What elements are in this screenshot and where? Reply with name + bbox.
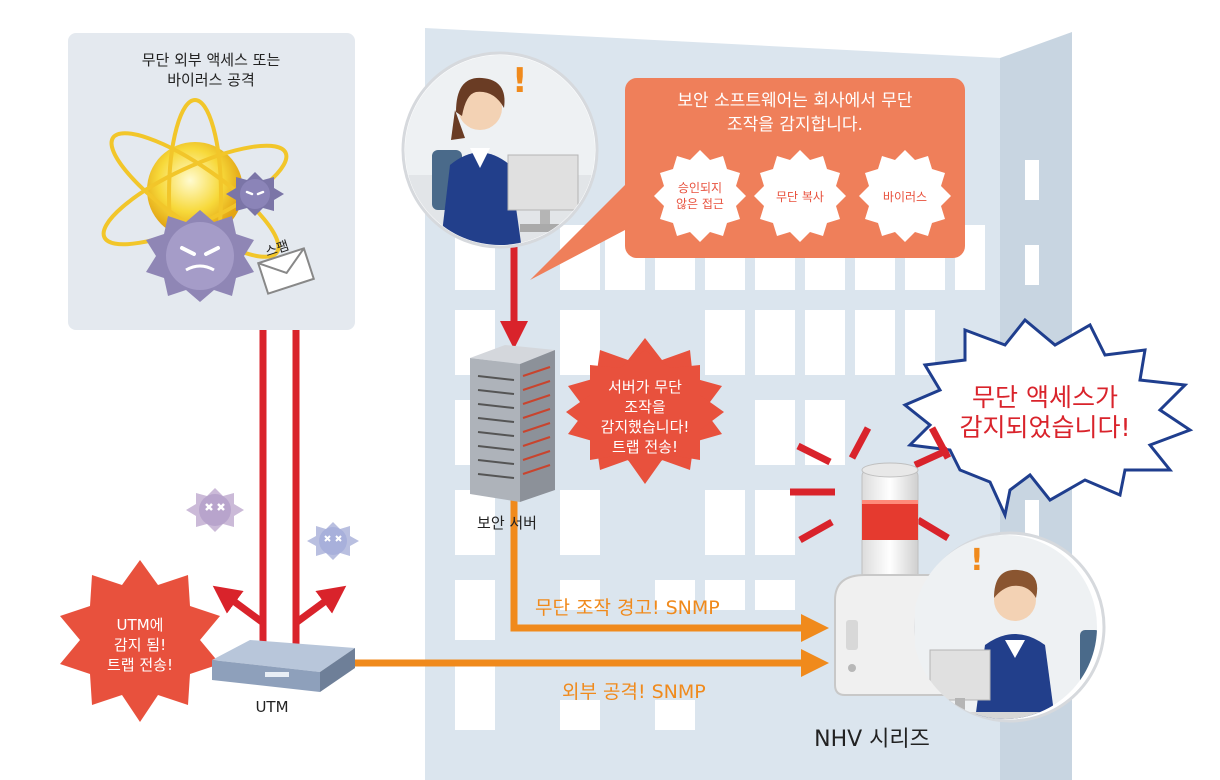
badge3-line1: 바이러스 xyxy=(883,190,927,204)
security-server-icon xyxy=(470,345,555,502)
snmp-arrows xyxy=(355,490,829,677)
server-burst-line2: 조작을 xyxy=(624,398,665,416)
spam-label: 스팸 xyxy=(264,239,291,261)
badge-unauthorized-access: 승인되지 않은 접근 xyxy=(654,150,746,242)
security-software-callout: 보안 소프트웨어는 회사에서 무단 조작을 감지합니다. 승인되지 않은 접근 … xyxy=(530,78,965,280)
alert-line2: 감지되었습니다! xyxy=(959,413,1130,442)
utm-burst-line3: 트랩 전송! xyxy=(107,656,173,674)
callout-line1: 보안 소프트웨어는 회사에서 무단 xyxy=(677,91,913,111)
utm-burst-line2: 감지 됨! xyxy=(114,636,166,654)
alert-speech-bubble: 무단 액세스가 감지되었습니다! xyxy=(902,317,1194,520)
worker-exclamation-icon: ! xyxy=(512,61,528,101)
utm-alert-burst: UTM에 감지 됨! 트랩 전송! xyxy=(60,560,220,722)
admin-exclamation-icon: ! xyxy=(970,543,984,578)
deflected-virus-left-icon xyxy=(186,488,244,532)
deflected-virus-right-icon xyxy=(307,522,359,560)
large-virus-icon xyxy=(146,210,254,302)
badge1-line1: 승인되지 xyxy=(678,181,722,195)
alert-line1: 무단 액세스가 xyxy=(972,383,1118,412)
attack-title-line1: 무단 외부 액세스 또는 xyxy=(142,51,281,69)
server-burst-line4: 트랩 전송! xyxy=(612,438,678,456)
external-attack-snmp-label: 외부 공격! SNMP xyxy=(562,681,706,703)
badge1-line2: 않은 접근 xyxy=(676,197,724,211)
callout-line2: 조작을 감지합니다. xyxy=(727,115,863,135)
security-server-label: 보안 서버 xyxy=(477,514,537,532)
small-virus-icon xyxy=(226,172,284,216)
spam-mail-icon: 스팸 xyxy=(256,239,316,295)
server-burst-line3: 감지했습니다! xyxy=(601,418,690,436)
utm-device-icon xyxy=(212,640,355,692)
attack-title-line2: 바이러스 공격 xyxy=(167,71,255,89)
attack-arrows xyxy=(212,330,347,660)
badge-virus: 바이러스 xyxy=(859,150,951,242)
badge2-line1: 무단 복사 xyxy=(776,190,824,204)
server-burst-line1: 서버가 무단 xyxy=(608,378,682,396)
office-worker-popup: ! xyxy=(401,51,599,249)
badge-unauthorized-copy: 무단 복사 xyxy=(754,150,846,242)
product-label: NHV 시리즈 xyxy=(814,727,930,752)
admin-worker-popup: ! xyxy=(914,531,1106,723)
server-alert-snmp-label: 무단 조작 경고! SNMP xyxy=(535,597,720,619)
utm-burst-line1: UTM에 xyxy=(117,616,164,634)
server-alert-burst: 서버가 무단 조작을 감지했습니다! 트랩 전송! xyxy=(566,338,724,484)
utm-label: UTM xyxy=(255,698,288,716)
attack-panel: 무단 외부 액세스 또는 바이러스 공격 스팸 xyxy=(68,33,355,330)
